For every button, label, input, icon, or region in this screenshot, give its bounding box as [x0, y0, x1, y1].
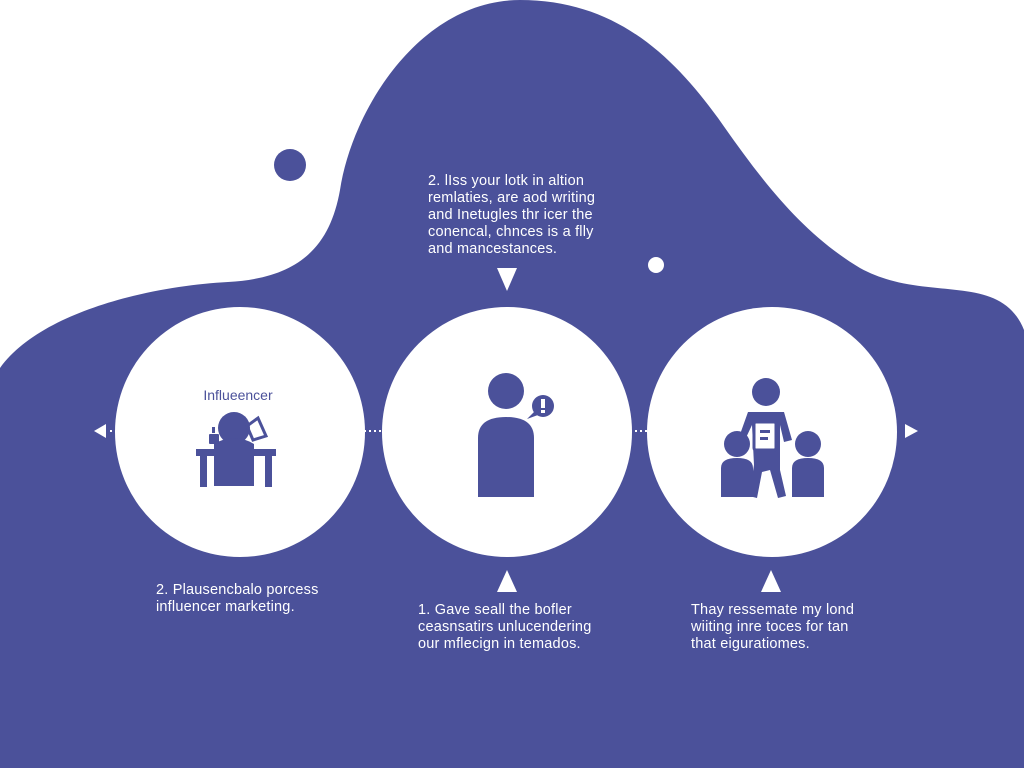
- top-note-line: 2. lIss your lotk in altion: [428, 173, 585, 189]
- decorative-tick-right: [767, 294, 776, 298]
- step-1-caption: 2. Plausencbalo porcess influencer marke…: [156, 582, 319, 616]
- top-note-line: and mancestances.: [428, 241, 558, 257]
- person-with-speech-bubble-icon: [478, 373, 554, 497]
- triangle-right-icon: [905, 424, 918, 438]
- step-3-caption-line: that eiguratiomes.: [691, 636, 810, 652]
- triangle-down-icon: [497, 268, 517, 291]
- top-note: 2. lIss your lotk in altion remlaties, a…: [428, 173, 595, 258]
- decorative-tick-left: [236, 294, 245, 298]
- triangle-up-icon: [761, 570, 781, 592]
- decorative-dot-small: [648, 257, 664, 273]
- step-1-caption-line: 2. Plausencbalo porcess: [156, 582, 319, 598]
- step-3-caption-line: Thay ressemate my lond: [691, 602, 855, 618]
- step-3-caption: Thay ressemate my lond wiiting inre toce…: [691, 602, 854, 653]
- step-2-caption-line: ceasnsatirs unlucendering: [418, 619, 592, 635]
- step-2-caption-line: our mflecign in temados.: [418, 636, 581, 652]
- triangle-left-icon: [94, 424, 106, 438]
- triangle-up-icon: [497, 570, 517, 592]
- top-note-line: and Inetugles thr icer the: [428, 207, 593, 223]
- step-2-caption-line: 1. Gave seall the bofler: [418, 602, 572, 618]
- step-3-caption-line: wiiting inre toces for tan: [691, 619, 849, 635]
- step-2-caption: 1. Gave seall the bofler ceasnsatirs unl…: [418, 602, 591, 653]
- step-1-caption-line: influencer marketing.: [156, 599, 295, 615]
- step-1-label: Influeencer: [203, 387, 273, 403]
- decorative-dot-large: [274, 149, 306, 181]
- person-at-desk-icon: [196, 412, 276, 487]
- top-note-line: remlaties, are aod writing: [428, 190, 596, 206]
- top-note-line: conencal, chnces is a flly: [428, 224, 594, 240]
- group-with-presenter-icon: [721, 378, 824, 498]
